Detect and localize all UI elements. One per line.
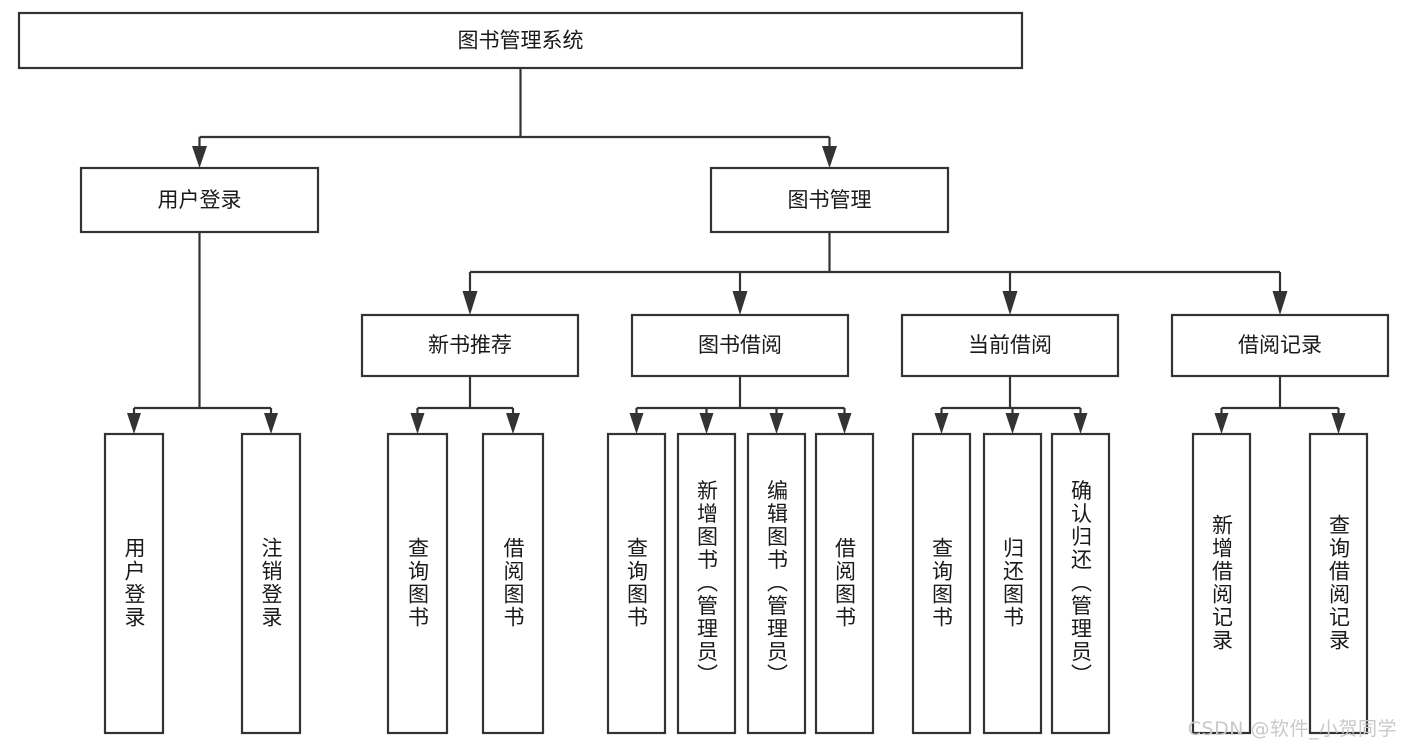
arrowhead-leaf-return-book: [1005, 413, 1020, 434]
arrowhead-leaf-confirm-return: [1073, 413, 1088, 434]
arrowhead-new-book-recommend: [462, 291, 478, 315]
leaf-add-book-admin[interactable]: 新增图书（管理员）: [676, 432, 737, 735]
node-root-label: 图书管理系统: [458, 29, 584, 53]
leaf-add-borrow-record-box: [1191, 432, 1252, 735]
leaf-confirm-return-admin-box: [1050, 432, 1111, 735]
node-borrow-record-box: [1170, 313, 1390, 378]
leaf-return-book[interactable]: 归还图书: [982, 432, 1043, 735]
node-book-management[interactable]: 图书管理: [709, 166, 950, 234]
leaf-logout-label: 注销登录: [259, 537, 283, 629]
leaf-add-book-admin-label: 新增图书（管理员）: [695, 480, 719, 687]
leaf-logout[interactable]: 注销登录: [240, 432, 302, 735]
leaf-confirm-return-admin-label: 确认归还（管理员）: [1069, 480, 1093, 687]
arrowhead-book-borrow: [732, 291, 748, 315]
leaf-add-borrow-record-label: 新增借阅记录: [1210, 514, 1234, 652]
node-current-borrow-box: [900, 313, 1120, 378]
leaf-query-book-3-label: 查询图书: [930, 537, 954, 629]
leaf-query-book-2-label: 查询图书: [625, 537, 649, 629]
arrowhead-leaf-add-book: [699, 413, 714, 434]
arrowhead-leaf-add-record: [1214, 413, 1229, 434]
leaf-borrow-book-1-label: 借阅图书: [501, 537, 525, 629]
node-book-borrow-box: [630, 313, 850, 378]
leaf-query-book-2-box: [606, 432, 667, 735]
leaf-edit-book-admin-box: [746, 432, 807, 735]
leaf-user-login-label: 用户登录: [122, 537, 146, 629]
arrowhead-leaf-user-login: [127, 413, 141, 434]
arrowhead-current-borrow: [1002, 291, 1018, 315]
arrowhead-leaf-query-book-3: [934, 413, 949, 434]
arrowhead-leaf-query-book-1: [410, 413, 425, 434]
leaf-query-book-3[interactable]: 查询图书: [911, 432, 972, 735]
arrowhead-leaf-edit-book: [769, 413, 784, 434]
leaf-edit-book-admin-label: 编辑图书（管理员）: [765, 480, 789, 687]
leaf-query-book-2[interactable]: 查询图书: [606, 432, 667, 735]
arrowhead-leaf-query-book-2: [629, 413, 644, 434]
leaf-borrow-book-2[interactable]: 借阅图书: [814, 432, 875, 735]
arrowhead-leaf-borrow-book-1: [506, 413, 520, 434]
node-borrow-record[interactable]: 借阅记录: [1170, 313, 1390, 378]
node-new-book-recommend-label: 新书推荐: [428, 333, 512, 357]
node-new-book-recommend-box: [360, 313, 580, 378]
arrowhead-user-login: [192, 146, 207, 168]
leaf-logout-box: [240, 432, 302, 735]
leaf-query-borrow-record-box: [1308, 432, 1369, 735]
leaf-return-book-box: [982, 432, 1043, 735]
node-root-box: [17, 11, 1024, 70]
leaf-query-book-1[interactable]: 查询图书: [386, 432, 449, 735]
node-book-borrow[interactable]: 图书借阅: [630, 313, 850, 378]
node-current-borrow-label: 当前借阅: [968, 333, 1052, 357]
node-user-login[interactable]: 用户登录: [79, 166, 320, 234]
arrowhead-book-mgmt: [822, 146, 837, 168]
node-current-borrow[interactable]: 当前借阅: [900, 313, 1120, 378]
edge-layer: [127, 68, 1346, 434]
leaf-query-borrow-record[interactable]: 查询借阅记录: [1308, 432, 1369, 735]
arrowhead-leaf-logout: [264, 413, 278, 434]
leaf-borrow-book-2-label: 借阅图书: [833, 537, 857, 629]
leaf-query-book-1-box: [386, 432, 449, 735]
node-root-system[interactable]: 图书管理系统: [17, 11, 1024, 70]
node-borrow-record-label: 借阅记录: [1238, 333, 1322, 357]
arrowhead-leaf-query-record: [1331, 413, 1346, 434]
leaf-return-book-label: 归还图书: [1001, 537, 1025, 629]
node-book-borrow-label: 图书借阅: [698, 333, 782, 357]
leaf-query-borrow-record-label: 查询借阅记录: [1327, 514, 1351, 652]
leaf-edit-book-admin[interactable]: 编辑图书（管理员）: [746, 432, 807, 735]
leaf-query-book-1-label: 查询图书: [406, 537, 430, 629]
node-user-login-label: 用户登录: [158, 188, 242, 212]
leaf-user-login[interactable]: 用户登录: [103, 432, 165, 735]
node-new-book-recommend[interactable]: 新书推荐: [360, 313, 580, 378]
arrowhead-borrow-record: [1272, 291, 1288, 315]
leaf-add-borrow-record[interactable]: 新增借阅记录: [1191, 432, 1252, 735]
arrowhead-leaf-borrow-book-2: [837, 413, 852, 434]
node-book-management-box: [709, 166, 950, 234]
leaf-borrow-book-2-box: [814, 432, 875, 735]
leaf-borrow-book-1[interactable]: 借阅图书: [481, 432, 545, 735]
leaf-add-book-admin-box: [676, 432, 737, 735]
leaf-query-book-3-box: [911, 432, 972, 735]
node-book-management-label: 图书管理: [788, 188, 872, 212]
leaf-user-login-box: [103, 432, 165, 735]
leaf-borrow-book-1-box: [481, 432, 545, 735]
leaf-confirm-return-admin[interactable]: 确认归还（管理员）: [1050, 432, 1111, 735]
node-user-login-box: [79, 166, 320, 234]
